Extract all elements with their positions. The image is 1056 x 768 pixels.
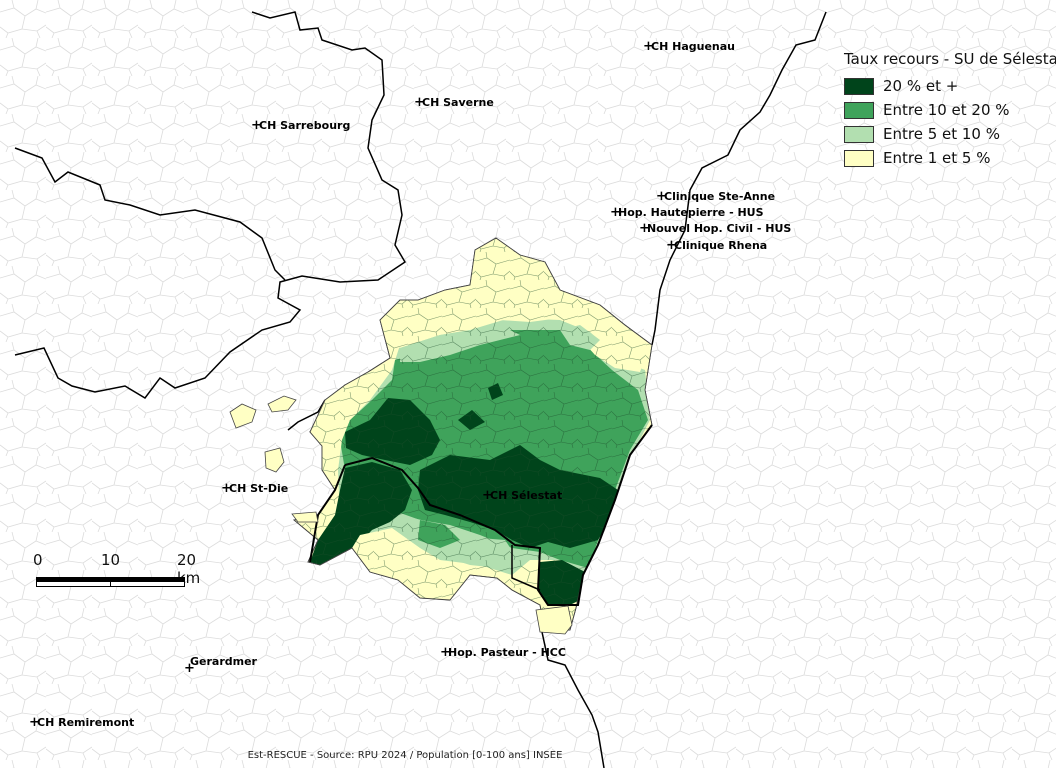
legend-label: Entre 1 et 5 %: [883, 149, 991, 167]
legend-item: Entre 10 et 20 %: [844, 98, 1056, 122]
hospital-nouvel-hop: + Nouvel Hop. Civil - HUS: [639, 221, 791, 236]
hospital-label: CH Sélestat: [490, 489, 562, 502]
outlying-communes: [229, 395, 573, 635]
hospital-label: Hop. Hautepierre - HUS: [618, 206, 764, 219]
hospital-label: CH St-Die: [229, 482, 288, 495]
svg-text:+: +: [643, 39, 654, 54]
hospital-label: CH Saverne: [422, 96, 494, 109]
svg-text:+: +: [221, 481, 232, 496]
legend-item: Entre 5 et 10 %: [844, 122, 1056, 146]
hospital-label: Clinique Ste-Anne: [664, 190, 775, 203]
hospital-label: Hop. Pasteur - HCC: [448, 646, 566, 659]
svg-text:+: +: [482, 488, 493, 503]
hospital-label: CH Sarrebourg: [259, 119, 350, 132]
source-note: Est-RESCUE - Source: RPU 2024 / Populati…: [247, 750, 563, 761]
legend-label: Entre 10 et 20 %: [883, 101, 1010, 119]
legend-title: Taux recours - SU de Sélestat: [844, 50, 1056, 68]
hospital-hautepierre: + Hop. Hautepierre - HUS: [610, 205, 764, 220]
hospital-label: Gerardmer: [190, 655, 258, 668]
hospital-pasteur: + Hop. Pasteur - HCC: [440, 645, 566, 660]
svg-text:+: +: [656, 189, 667, 204]
scale-label-10: 10: [101, 551, 121, 569]
hospital-ste-anne: + Clinique Ste-Anne: [656, 189, 775, 204]
hospital-haguenau: + CH Haguenau: [643, 39, 735, 54]
hospital-selestat: + CH Sélestat: [482, 488, 562, 503]
svg-text:+: +: [610, 205, 621, 220]
scale-segment-white-left: [36, 582, 111, 587]
svg-text:+: +: [639, 221, 650, 236]
hospital-label: CH Remiremont: [37, 716, 134, 729]
legend-item: Entre 1 et 5 %: [844, 146, 1056, 170]
hospital-label: Clinique Rhena: [674, 239, 767, 252]
hospital-sarrebourg: + CH Sarrebourg: [251, 118, 350, 133]
svg-text:+: +: [29, 715, 40, 730]
svg-text:+: +: [251, 118, 262, 133]
hospital-remiremont: + CH Remiremont: [29, 715, 134, 730]
scale-label-0: 0: [33, 551, 43, 569]
legend-swatch: [844, 149, 874, 167]
legend-label: Entre 5 et 10 %: [883, 125, 1000, 143]
svg-text:+: +: [440, 645, 451, 660]
hospital-label: Nouvel Hop. Civil - HUS: [647, 222, 791, 235]
svg-text:+: +: [414, 95, 425, 110]
hospital-st-die: + CH St-Die: [221, 481, 288, 496]
hospital-rhena: + Clinique Rhena: [666, 238, 767, 253]
legend-label: 20 % et +: [883, 77, 959, 95]
hospital-saverne: + CH Saverne: [414, 95, 494, 110]
legend-item: 20 % et +: [844, 74, 1056, 98]
legend-swatch: [844, 77, 874, 95]
scale-segment-black-right: [110, 577, 185, 582]
hospital-gerardmer: + Gerardmer: [184, 655, 258, 676]
hospital-label: CH Haguenau: [651, 40, 735, 53]
legend-swatch: [844, 125, 874, 143]
hospital-markers: + CH Haguenau + CH Saverne + CH Sarrebou…: [29, 39, 791, 730]
legend-swatch: [844, 101, 874, 119]
study-area: [292, 237, 653, 633]
scale-bar: 0 10 20 km: [33, 551, 200, 593]
svg-text:+: +: [184, 661, 195, 676]
map-legend: Taux recours - SU de Sélestat 20 % et + …: [844, 50, 1056, 170]
svg-text:+: +: [666, 238, 677, 253]
